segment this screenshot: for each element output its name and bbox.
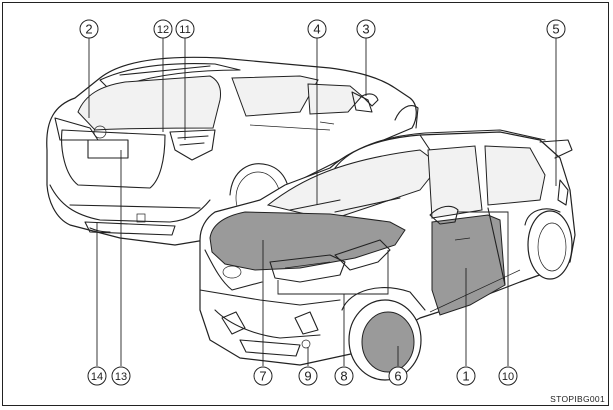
callout-4: 4 xyxy=(307,19,327,39)
svg-text:10: 10 xyxy=(502,371,514,383)
svg-text:7: 7 xyxy=(259,369,266,384)
svg-text:12: 12 xyxy=(157,24,169,36)
front-vehicle xyxy=(199,129,576,381)
svg-text:3: 3 xyxy=(362,22,369,37)
hood-highlight xyxy=(209,211,406,271)
callout-8: 8 xyxy=(334,366,354,386)
leader-lines xyxy=(88,38,557,366)
front-door-highlight xyxy=(431,214,506,316)
callout-9: 9 xyxy=(298,366,318,386)
image-code: STOPIBG001 xyxy=(550,394,605,404)
svg-text:14: 14 xyxy=(91,371,103,383)
callout-6: 6 xyxy=(388,366,408,386)
svg-text:1: 1 xyxy=(462,369,469,384)
svg-text:8: 8 xyxy=(340,369,347,384)
svg-text:4: 4 xyxy=(313,22,320,37)
callout-12: 12 xyxy=(153,19,173,39)
svg-text:11: 11 xyxy=(179,24,190,36)
callout-1: 1 xyxy=(456,366,476,386)
callout-7: 7 xyxy=(253,366,273,386)
callout-14: 14 xyxy=(87,366,107,386)
callout-13: 13 xyxy=(111,366,131,386)
svg-text:13: 13 xyxy=(115,371,127,383)
svg-text:9: 9 xyxy=(304,369,311,384)
svg-text:6: 6 xyxy=(394,369,401,384)
callout-10: 10 xyxy=(498,366,518,386)
svg-text:2: 2 xyxy=(85,22,92,37)
callout-3: 3 xyxy=(356,19,376,39)
callout-2: 2 xyxy=(79,19,99,39)
callout-11: 11 xyxy=(175,19,195,39)
callout-5: 5 xyxy=(546,19,566,39)
front-tire-highlight xyxy=(361,311,415,373)
svg-text:5: 5 xyxy=(552,22,559,37)
